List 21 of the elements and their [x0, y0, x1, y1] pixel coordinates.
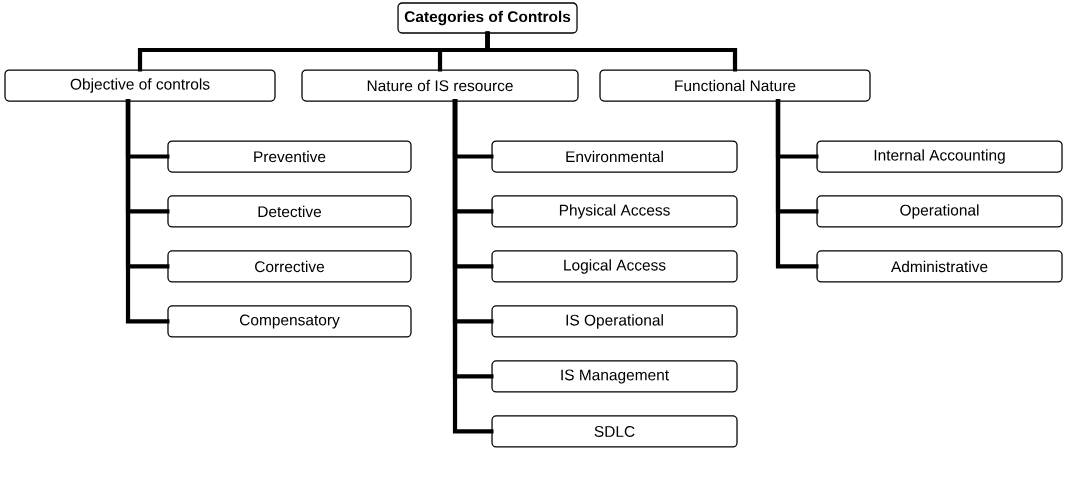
item-box: Environmental [491, 140, 738, 173]
item-box: Detective [167, 195, 412, 228]
title-box: Categories of Controls [397, 2, 578, 34]
category-box: Functional Nature [599, 69, 871, 102]
item-box: Operational [816, 195, 1063, 228]
item-box: Corrective [167, 250, 412, 283]
item-box: Administrative [816, 250, 1063, 283]
item-box: Logical Access [491, 250, 738, 283]
category-box: Nature of IS resource [301, 69, 579, 102]
connector [775, 98, 819, 269]
connector [452, 98, 494, 434]
connector [485, 31, 738, 72]
item-box: Internal Accounting [816, 140, 1063, 173]
item-box: IS Operational [491, 305, 738, 338]
item-box: IS Management [491, 360, 738, 393]
item-box: Physical Access [491, 195, 738, 228]
category-box: Objective of controls [4, 69, 276, 102]
item-box: Compensatory [167, 305, 412, 338]
connector [125, 98, 170, 324]
item-box: Preventive [167, 140, 412, 173]
item-box: SDLC [491, 415, 738, 448]
